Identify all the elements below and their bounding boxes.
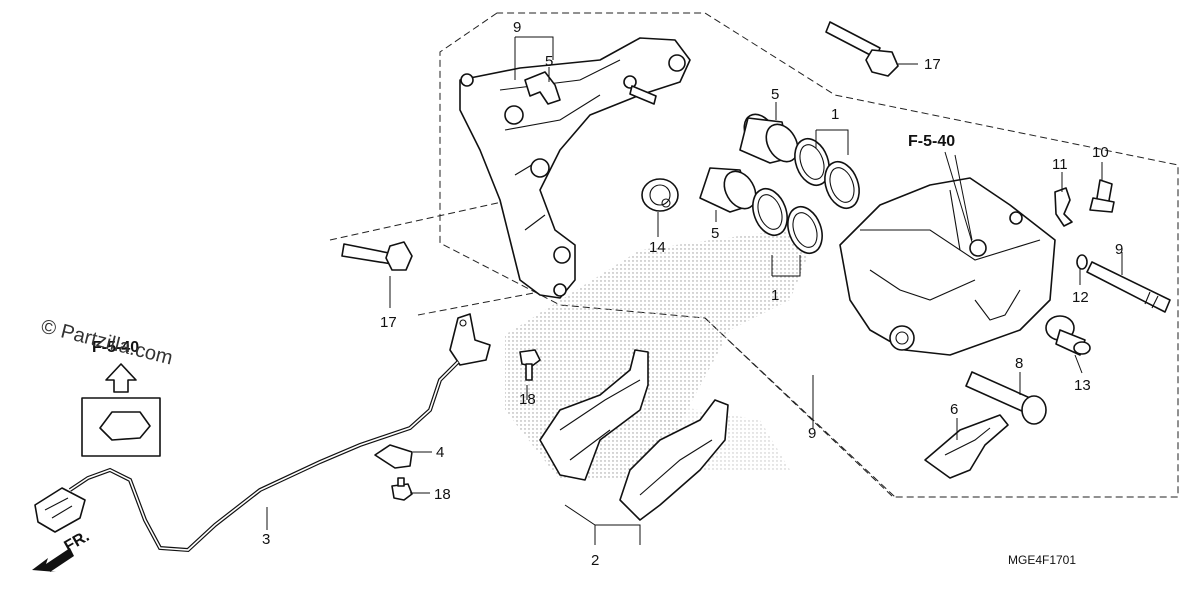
- callout-17-left: 17: [380, 314, 397, 331]
- slide-pin[interactable]: [965, 371, 1047, 425]
- speed-sensor[interactable]: [449, 313, 491, 366]
- bolt-15[interactable]: [1045, 315, 1091, 356]
- callout-1-bottom: 1: [771, 287, 779, 304]
- up-arrow: [105, 363, 137, 393]
- pin-boot[interactable]: [641, 178, 679, 212]
- piston-seals-lower[interactable]: [747, 184, 828, 258]
- caliper-body[interactable]: [839, 177, 1056, 356]
- callout-7: 5: [545, 53, 553, 70]
- bleeder-valve[interactable]: [1089, 179, 1115, 213]
- callout-14: 12: [1072, 289, 1089, 306]
- callout-5-top: 5: [771, 86, 779, 103]
- piston-lower[interactable]: [699, 166, 762, 215]
- callout-15: 13: [1074, 377, 1091, 394]
- sensor-wire-inner: [69, 361, 459, 551]
- front-arrow: [32, 548, 74, 572]
- bolt-17-top[interactable]: [825, 21, 899, 77]
- bleeder-cap[interactable]: [1054, 187, 1073, 227]
- watermark: © Partzilla.com: [39, 316, 175, 370]
- bolt-17-left[interactable]: [341, 241, 413, 271]
- bolt-18-upper[interactable]: [519, 349, 541, 381]
- sensor-connector[interactable]: [34, 487, 86, 533]
- assembly-outline: [439, 12, 1179, 498]
- callout-5-bottom: 5: [711, 225, 719, 242]
- bolt-18-lower[interactable]: [391, 477, 413, 501]
- piston-upper[interactable]: [738, 109, 804, 168]
- brake-pad-outer[interactable]: [619, 399, 729, 521]
- reference-arrow-top: [944, 151, 973, 243]
- callout-6: 6: [950, 401, 958, 418]
- callout-leaders: [266, 36, 1123, 545]
- callout-2: 2: [591, 552, 599, 569]
- callout-11: 9: [1115, 241, 1123, 258]
- pin-washer[interactable]: [1076, 254, 1088, 270]
- pad-spring[interactable]: [924, 414, 1009, 479]
- callout-18-lower: 18: [434, 486, 451, 503]
- diagram-code: MGE4F1701: [1008, 553, 1076, 567]
- callout-3: 3: [262, 531, 270, 548]
- reference-label-left: F-5-40: [92, 339, 139, 356]
- leader-pads: [704, 317, 896, 498]
- callout-4: 4: [436, 444, 444, 461]
- leader-sensor: [417, 287, 561, 316]
- callout-8: 8: [1015, 355, 1023, 372]
- caliper-pin[interactable]: [1086, 261, 1171, 313]
- callout-17-top: 17: [924, 56, 941, 73]
- callout-16: 14: [649, 239, 666, 256]
- brake-pad-inner[interactable]: [539, 349, 649, 481]
- callout-1-top: 1: [831, 106, 839, 123]
- wire-clamp-inset: [81, 397, 161, 457]
- callout-12: 10: [1092, 144, 1109, 161]
- reference-label-top: F-5-40: [908, 133, 955, 150]
- callout-10: 9: [513, 19, 521, 36]
- piston-seals-upper[interactable]: [789, 134, 865, 213]
- pad-spring-clip[interactable]: [524, 71, 561, 105]
- sensor-bracket[interactable]: [374, 444, 413, 469]
- callout-9: 9: [808, 425, 816, 442]
- caliper-bracket[interactable]: [459, 37, 691, 299]
- leader-bolt17-left: [329, 197, 521, 241]
- callout-18-upper: 18: [519, 391, 536, 408]
- callout-13: 11: [1052, 156, 1068, 173]
